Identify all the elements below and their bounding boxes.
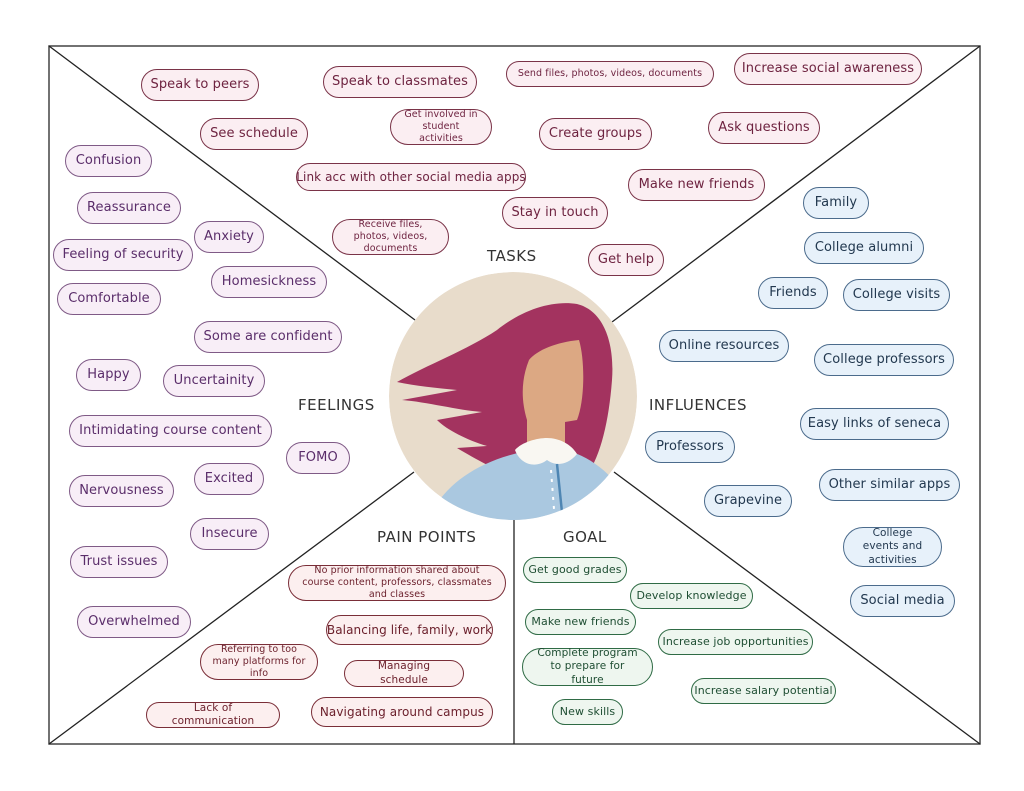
- influence-chip: College events and activities: [843, 527, 942, 567]
- feeling-chip: Comfortable: [57, 283, 161, 315]
- goal-chip: Develop knowledge: [630, 583, 753, 609]
- persona-avatar: [389, 272, 637, 520]
- influence-chip: Friends: [758, 277, 828, 309]
- feeling-chip: Feeling of security: [53, 239, 193, 271]
- task-chip: Make new friends: [628, 169, 765, 201]
- feeling-chip: Trust issues: [70, 546, 168, 578]
- divider-top-right: [611, 45, 981, 323]
- collar-shape: [515, 438, 577, 465]
- feeling-chip: Nervousness: [69, 475, 174, 507]
- feeling-chip: Excited: [194, 463, 264, 495]
- pain-point-chip: No prior information shared about course…: [288, 565, 506, 601]
- goal-chip: Complete program to prepare for future: [522, 647, 653, 686]
- task-chip: Speak to classmates: [323, 66, 477, 98]
- feeling-chip: Insecure: [190, 518, 269, 550]
- feeling-chip: Intimidating course content: [69, 415, 272, 447]
- influence-chip: College professors: [814, 344, 954, 376]
- goal-chip: Get good grades: [523, 557, 627, 583]
- feeling-chip: Anxiety: [194, 221, 264, 253]
- goal-chip: Increase salary potential: [691, 678, 836, 704]
- influence-chip: College alumni: [804, 232, 924, 264]
- section-label-goal: GOAL: [563, 528, 607, 546]
- feeling-chip: Reassurance: [77, 192, 181, 224]
- task-chip: Ask questions: [708, 112, 820, 144]
- section-label-influences: INFLUENCES: [649, 396, 748, 414]
- pain-point-chip: Referring to too many platforms for info: [200, 644, 318, 680]
- influence-chip: Family: [803, 187, 869, 219]
- pain-point-chip: Lack of communication: [146, 702, 280, 728]
- influence-chip: College visits: [843, 279, 950, 311]
- feeling-chip: Happy: [76, 359, 141, 391]
- divider-bottom-right: [613, 471, 981, 745]
- task-chip: Get help: [588, 244, 664, 276]
- goal-chip: Increase job opportunities: [658, 629, 813, 655]
- pain-point-chip: Navigating around campus: [311, 697, 493, 727]
- task-chip: Increase social awareness: [734, 53, 922, 85]
- task-chip: Stay in touch: [502, 197, 608, 229]
- influence-chip: Grapevine: [704, 485, 792, 517]
- feeling-chip: FOMO: [286, 442, 350, 474]
- task-chip: See schedule: [200, 118, 308, 150]
- task-chip: Speak to peers: [141, 69, 259, 101]
- task-chip: Get involved in student activities: [390, 109, 492, 145]
- feeling-chip: Some are confident: [194, 321, 342, 353]
- influence-chip: Social media: [850, 585, 955, 617]
- feeling-chip: Overwhelmed: [77, 606, 191, 638]
- pain-point-chip: Managing schedule: [344, 660, 464, 687]
- task-chip: Create groups: [539, 118, 652, 150]
- pain-point-chip: Balancing life, family, work: [326, 615, 493, 645]
- influence-chip: Professors: [645, 431, 735, 463]
- goal-chip: New skills: [552, 699, 623, 725]
- face-shape: [522, 340, 584, 460]
- task-chip: Send files, photos, videos, documents: [506, 61, 714, 87]
- section-label-feelings: FEELINGS: [298, 396, 375, 414]
- influence-chip: Easy links of seneca: [800, 408, 949, 440]
- divider-bottom-left: [48, 471, 415, 745]
- feeling-chip: Confusion: [65, 145, 152, 177]
- goal-chip: Make new friends: [525, 609, 636, 635]
- divider-top-left: [48, 45, 416, 321]
- section-label-pain-points: PAIN POINTS: [377, 528, 477, 546]
- feeling-chip: Uncertainity: [163, 365, 265, 397]
- influence-chip: Other similar apps: [819, 469, 960, 501]
- feeling-chip: Homesickness: [211, 266, 327, 298]
- influence-chip: Online resources: [659, 330, 789, 362]
- task-chip: Link acc with other social media apps: [296, 163, 526, 191]
- section-label-tasks: TASKS: [487, 247, 537, 265]
- task-chip: Receive files, photos, videos, documents: [332, 219, 449, 255]
